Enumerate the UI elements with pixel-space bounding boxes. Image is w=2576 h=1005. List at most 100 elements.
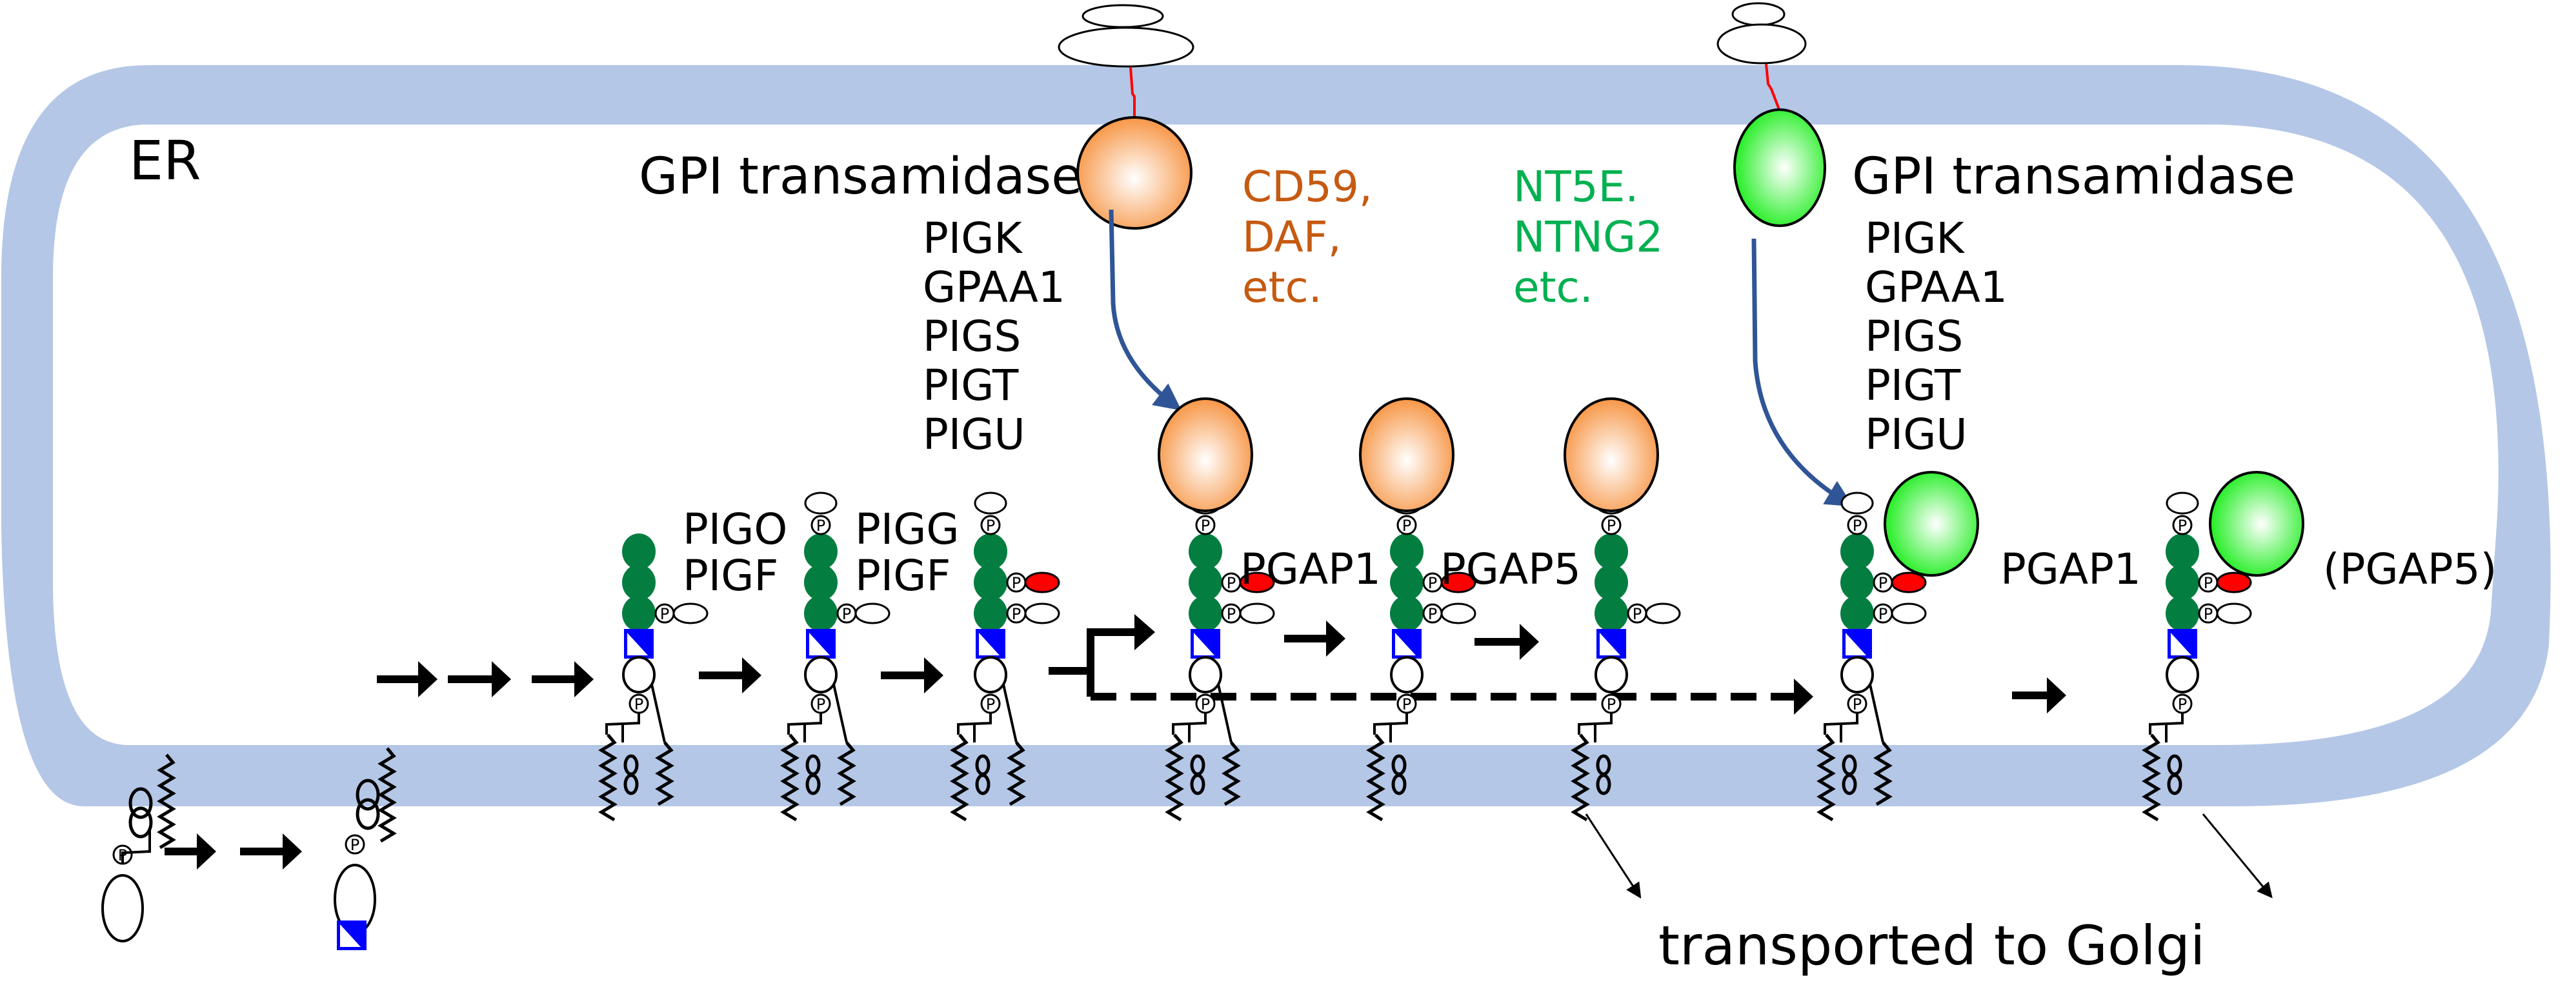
phosphate-label: P [660,605,669,623]
lipid-loop-icon [128,806,153,839]
phosphate-label: P [816,517,825,535]
lipid-loop-icon [128,787,153,819]
transamidase-left-subunit: PIGK [923,214,1023,263]
transamidase-left-subunit: PIGS [923,312,1021,361]
phosphate-label: P [1633,605,1642,623]
mannose-icon [1390,595,1424,632]
phosphate-label: P [1878,605,1887,623]
flow-arrow [881,657,943,693]
arrow-head [1520,624,1539,660]
protein-orange-icon [1158,397,1253,512]
phosphate-circle [810,693,831,714]
acyl-chain-icon [1165,733,1184,822]
phosphate-label: P [1853,695,1862,713]
phosphate-label: P [1853,517,1862,535]
phosphate-icon: P [345,834,365,855]
etnp-modified-icon [1239,572,1275,593]
protein-green-icon [1733,108,1826,227]
phosphate-icon: P [1221,572,1242,593]
phosphate-label: P [1012,605,1021,623]
glcn-icon [1596,629,1626,659]
phosphate-label: P [986,695,995,713]
phosphate-label: P [1607,517,1616,535]
glcn-triangle [627,633,648,655]
etnp-icon [1891,602,1927,624]
transamidase-right-title: GPI transamidase [1852,148,2295,206]
phosphate-label: P [2178,517,2187,535]
phosphate-circle [980,693,1001,714]
flow-arrow [532,661,594,697]
phosphate-label: P [1878,574,1887,592]
phosphate-label: P [1227,574,1236,592]
etnp-icon [1645,602,1681,624]
etnp-icon [1440,602,1476,624]
glcn-icon [1842,629,1872,659]
lipid-loop-icon [356,798,380,830]
arrow-head [1326,621,1345,657]
arrow-head [492,661,511,697]
acyl-chain-icon [1571,733,1590,822]
nascent-protein-orange [1058,4,1194,230]
phosphate-circle [1847,693,1867,714]
glcn-triangle [809,633,830,655]
protein-green-icon [1884,471,1979,577]
substrate-orange-label: CD59, [1242,162,1373,212]
etnp-modified-icon [1891,572,1927,593]
mannose-icon [2166,595,2199,632]
transamidase-left-subunit: PIGU [923,410,1025,459]
glycerol-backbone-icon [2149,713,2184,735]
etnp-icon [1024,602,1060,624]
substrate-green-label: NTNG2 [1513,212,1663,262]
inositol-icon [804,656,838,693]
lipid-loop-icon [356,779,380,811]
lipid-loop-icon [1190,773,1205,795]
gpi-intermediate: PP [598,533,709,822]
gpi-intermediate: PPP [1564,397,1681,822]
flow-arrow [1284,621,1345,657]
phosphate-icon: P [836,603,857,624]
acyl-chain-icon [1007,741,1026,806]
inositol-icon [1595,656,1628,693]
phosphate-label: P [1201,695,1210,713]
phosphate-circle [1847,515,1867,535]
glycerol-backbone-icon [1578,713,1613,735]
phosphate-circle [810,515,831,535]
enzyme-label-pgap1: PGAP1 [1240,544,1381,594]
mannose-icon [804,533,838,570]
mannose-icon [1840,533,1874,570]
phosphate-icon: P [2198,572,2219,593]
flow-arrows [165,614,2066,870]
mannose-icon [622,564,656,601]
arrow-head [574,661,594,697]
glcn-icon [806,629,836,659]
enzyme-label-pigo: PIGO [683,504,787,554]
phosphate-circle [1396,515,1417,535]
acyl-chain-icon [837,741,856,806]
etnp-terminal-icon [974,492,1007,515]
phosphate-circle [1195,693,1216,714]
golgi-label: transported to Golgi [1658,914,2205,977]
lipid-loop-icon [1391,773,1407,795]
substrate-orange-label: DAF, [1242,212,1342,262]
flow-arrow [165,833,216,870]
phosphate-icon: P [980,515,1001,535]
inositol-icon [1189,656,1222,693]
substrate-orange-label: etc. [1242,263,1322,312]
phosphate-icon: P [1847,515,1867,535]
acyl-chain-icon [655,741,674,806]
phosphate-label: P [842,605,851,623]
phosphate-label: P [1012,574,1021,592]
inositol-icon [1840,656,1874,693]
phosphate-icon: P [629,693,649,714]
etnp-icon [854,602,891,624]
phosphate-circle [2172,693,2193,714]
transamidase-right-subunit: PIGS [1865,312,1963,361]
lipid-loop-icon [623,773,639,795]
phosphate-icon: P [1221,603,1242,624]
inositol-icon [2166,656,2199,693]
